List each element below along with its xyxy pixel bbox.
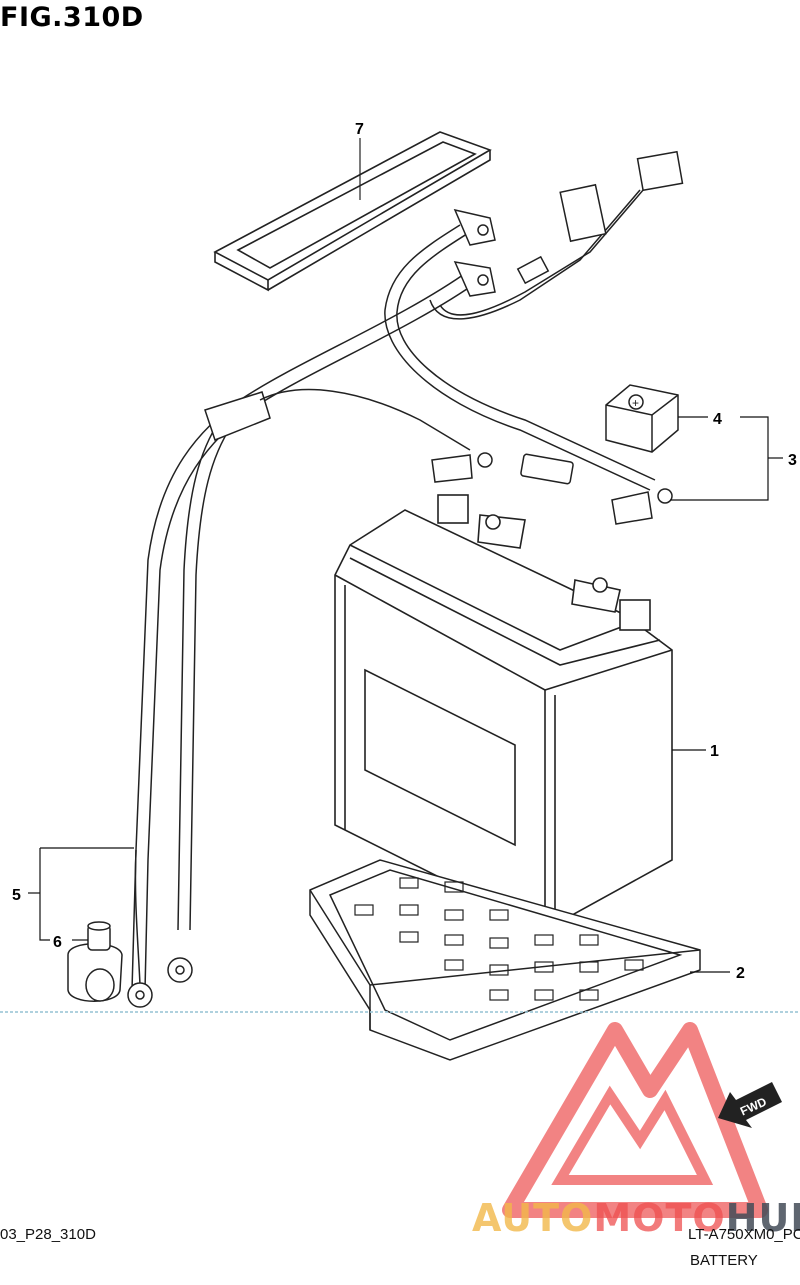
callout-3: 3 (788, 452, 797, 469)
svg-text:+: + (632, 396, 639, 410)
figure-title: FIG.310D (0, 2, 144, 33)
terminal-cover: + (605, 384, 679, 453)
watermark-logo-text: AUTOMOTOHUB (472, 1196, 800, 1240)
diagram-code-left: 03_P28_310D (0, 1226, 96, 1243)
watermark-logo-triangle (502, 1022, 768, 1218)
battery-tray (309, 859, 701, 1061)
terminal-boot (67, 921, 123, 1002)
battery-harness (131, 181, 656, 991)
watermark-auto: AUTO (472, 1196, 594, 1240)
callout-2: 2 (736, 965, 745, 982)
ring-terminals (127, 957, 193, 1008)
model-code: LT-A750XM0_PC (688, 1226, 800, 1243)
callout-6: 6 (53, 934, 62, 951)
watermark-hub: HUB (725, 1196, 800, 1240)
battery (334, 494, 673, 931)
callout-7: 7 (355, 121, 364, 138)
watermark-moto: MOTO (593, 1196, 726, 1240)
callout-1: 1 (710, 743, 719, 760)
harness-upper-terminals (453, 150, 684, 297)
section-caption: BATTERY (690, 1252, 758, 1269)
callout-4: 4 (713, 411, 722, 428)
battery-band (213, 131, 492, 292)
callout-5: 5 (12, 887, 21, 904)
harness-mid-terminals (431, 452, 673, 525)
leader-lines (28, 416, 783, 973)
